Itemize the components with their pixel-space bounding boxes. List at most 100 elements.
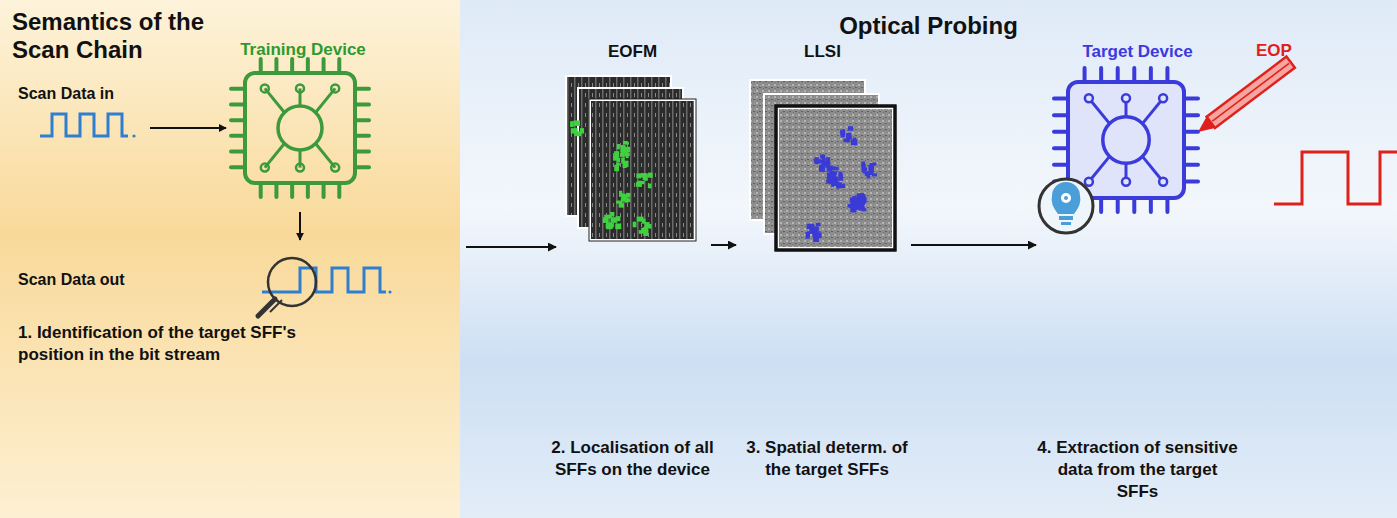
signal-blob <box>616 216 621 221</box>
chip-pin <box>1054 113 1068 117</box>
chip-pin <box>290 183 294 197</box>
chip-pin <box>322 59 326 73</box>
signal-blob <box>580 128 584 133</box>
flow-arrow <box>711 244 736 246</box>
magnifier-handle <box>270 300 282 312</box>
chip-pin <box>1184 113 1198 117</box>
right-panel-ground <box>460 0 1397 518</box>
node-label: Target Device <box>1040 42 1235 62</box>
chip-pin <box>1054 97 1068 101</box>
signal-label: Scan Data out <box>18 270 178 291</box>
signal-blob <box>835 167 838 171</box>
chip-pin <box>1099 198 1103 212</box>
image-stack: LLSI <box>740 38 905 254</box>
chip-via <box>261 164 269 172</box>
signal-blob <box>570 121 574 127</box>
signal-blob <box>648 173 653 178</box>
signal-blob <box>808 224 812 228</box>
chip-pin <box>231 165 245 169</box>
signal-blob <box>856 202 862 206</box>
signal-blob <box>854 198 859 201</box>
chip-pin <box>1054 130 1068 134</box>
signal-blob <box>614 165 619 171</box>
signal-blob <box>841 131 845 137</box>
chip-core <box>1103 117 1149 163</box>
panel: Semantics of the Scan ChainTraining Devi… <box>0 0 460 518</box>
chip-pin <box>306 59 310 73</box>
signal-blob <box>616 201 622 204</box>
chip-via <box>296 164 304 172</box>
chip-via <box>1085 94 1093 102</box>
scan-image-border <box>589 99 696 241</box>
probe-body <box>1207 57 1295 128</box>
signal-blob <box>870 163 874 168</box>
signal-blob <box>838 184 845 188</box>
signal-blob <box>614 151 619 157</box>
signal-blob <box>827 166 833 172</box>
chip-pin <box>1184 97 1198 101</box>
signal-blob <box>573 120 580 125</box>
signal-blob <box>637 181 641 185</box>
chip-pin <box>355 118 369 122</box>
signal-blob <box>617 158 620 162</box>
waveform <box>40 114 128 136</box>
chip-pin <box>231 118 245 122</box>
signal-blob <box>610 212 614 216</box>
chip-via <box>1122 178 1130 186</box>
chip-pin <box>1054 163 1068 167</box>
signal-blob <box>813 232 819 238</box>
signal-blob <box>812 226 818 231</box>
chip-pin <box>1184 130 1198 134</box>
signal-blob <box>619 203 624 208</box>
chip-pin <box>231 134 245 138</box>
signal-blob <box>641 173 646 177</box>
chip-pin <box>1116 198 1120 212</box>
chip-pin <box>306 183 310 197</box>
signal-blob <box>616 162 620 165</box>
device-icon: Training Device <box>228 36 378 206</box>
signal-blob <box>807 224 812 229</box>
device-icon: Target Device <box>1040 38 1235 250</box>
step-caption: 1. Identification of the target SFF's po… <box>18 322 318 366</box>
signal-blob <box>615 152 618 155</box>
chip-pin <box>1054 146 1068 150</box>
signal-blob <box>615 224 621 230</box>
chip-via <box>261 84 269 92</box>
chip-pin <box>1165 198 1169 212</box>
signal-blob <box>814 159 819 162</box>
chip-pin <box>231 87 245 91</box>
step-caption: 3. Spatial determ. of the target SFFs <box>742 437 912 481</box>
image-stack <box>750 80 895 250</box>
chip-via <box>1122 94 1130 102</box>
step-caption: 2. Localisation of all SFFs on the devic… <box>535 437 730 481</box>
step-caption: 4. Extraction of sensitive data from the… <box>1035 437 1240 503</box>
chip-pin <box>355 87 369 91</box>
node-label: LLSI <box>740 42 905 62</box>
chip-pin <box>231 102 245 106</box>
chip-pin <box>337 183 341 197</box>
chip-body <box>1068 82 1184 198</box>
flow-arrow <box>466 246 556 248</box>
chip-via <box>1159 178 1167 186</box>
signal-blob <box>806 232 810 239</box>
bulb-glass <box>1052 182 1081 214</box>
chip-pin <box>1083 68 1087 82</box>
signal-blob <box>826 157 830 161</box>
signal-blob <box>831 173 836 179</box>
arrow <box>150 127 226 129</box>
chip-pin <box>1184 146 1198 150</box>
bulb-circle <box>1039 179 1093 233</box>
magnifier-handle <box>258 299 275 316</box>
signal-blob <box>639 230 645 234</box>
probe-line <box>1212 63 1289 121</box>
probe-label: EOP <box>1256 40 1326 62</box>
waveform <box>262 268 386 292</box>
waveform-dot <box>388 290 391 293</box>
chip-pin <box>259 183 263 197</box>
chip-pin <box>259 59 263 73</box>
chip-icon <box>231 59 369 197</box>
node-label: EOFM <box>560 42 705 62</box>
signal-blob <box>862 168 865 173</box>
bulb-base <box>1059 216 1073 220</box>
chip-via <box>296 84 304 92</box>
